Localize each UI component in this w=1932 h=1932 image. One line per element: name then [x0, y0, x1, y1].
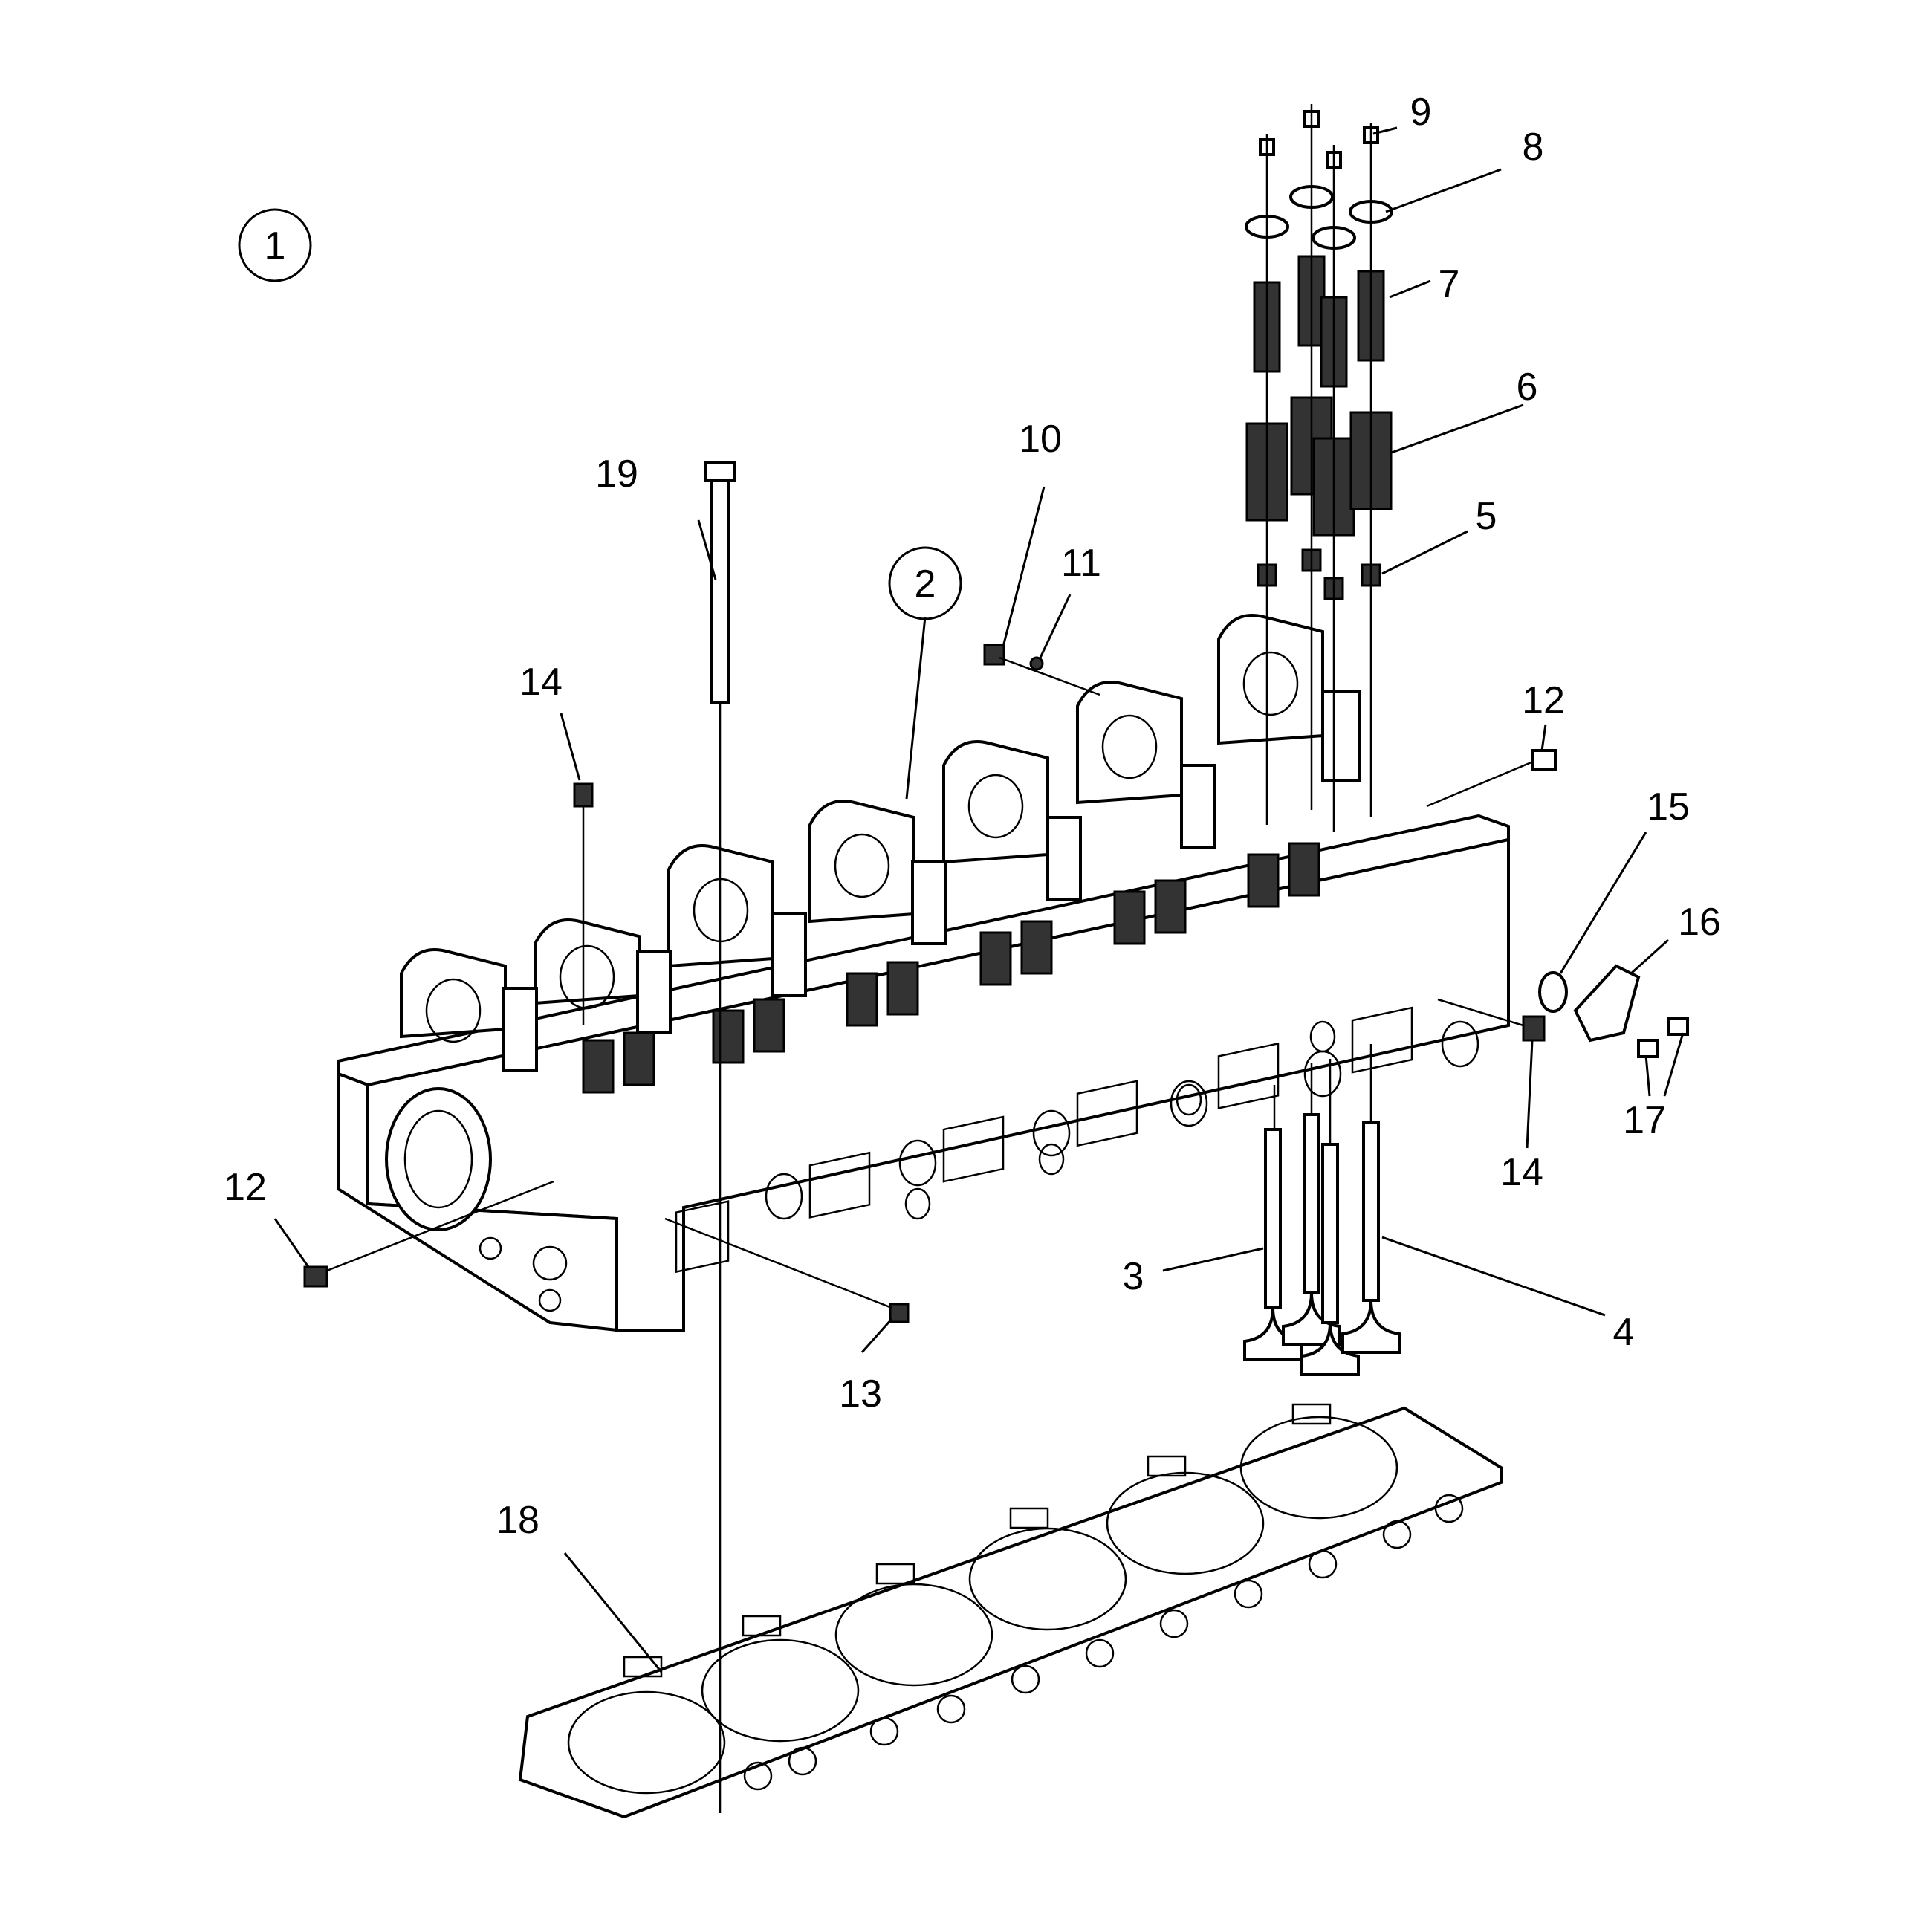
rocker-shafts: [502, 690, 1361, 1072]
cylinder-head: [337, 614, 1510, 1332]
callout-4: 4: [1613, 1311, 1635, 1354]
valve-axis-lines: [1265, 104, 1372, 1144]
inner-valve-springs: [1253, 255, 1385, 388]
callout-17: 17: [1623, 1099, 1666, 1142]
gasket-holes: [623, 1403, 1464, 1791]
plug-14-right: [1522, 1015, 1546, 1042]
bolt-17a: [1667, 1017, 1689, 1036]
callout-labels: 3 4 5 6 7 8 9 10 11 12 12 13 14 14 15 16…: [224, 91, 1721, 1542]
head-bolt: [704, 461, 736, 1813]
callout-19: 19: [595, 453, 638, 496]
callout-6: 6: [1517, 366, 1538, 409]
callout-13: 13: [839, 1372, 882, 1416]
bolt-17b: [1637, 1039, 1659, 1058]
assembly-marker-2: 2: [888, 546, 962, 620]
valves: [1243, 1113, 1401, 1376]
callout-14-right: 14: [1500, 1151, 1543, 1194]
head-gasket: [518, 1403, 1503, 1819]
exhaust-ports: [675, 1006, 1413, 1274]
plug-13: [889, 1303, 910, 1323]
o-ring-15: [1538, 971, 1568, 1013]
callout-12-right: 12: [1522, 679, 1565, 722]
callout-8: 8: [1523, 126, 1544, 169]
leader-lines: [273, 126, 1685, 1673]
plug-12-left: [303, 1265, 328, 1288]
installed-valve-springs: [582, 842, 1320, 1094]
dowel-11: [1029, 656, 1044, 671]
callout-18: 18: [496, 1499, 539, 1542]
outer-valve-springs: [1245, 396, 1393, 537]
callout-11: 11: [1061, 542, 1101, 585]
fittings: [303, 644, 1689, 1323]
callout-14-top: 14: [519, 661, 563, 704]
bolt-10: [983, 644, 1005, 666]
cover-plate-16: [1573, 964, 1641, 1043]
valve-keepers: [1259, 110, 1379, 169]
assembly-label: 2: [915, 563, 936, 606]
spring-retainers: [1245, 185, 1393, 250]
callout-9: 9: [1410, 91, 1432, 134]
callout-3: 3: [1123, 1255, 1144, 1298]
valve-stem-seals: [1257, 548, 1381, 600]
cam-towers: [400, 614, 1324, 1043]
callout-15: 15: [1647, 785, 1690, 829]
assembly-label: 1: [265, 224, 286, 268]
callout-16: 16: [1678, 901, 1721, 944]
callout-12-left: 12: [224, 1166, 267, 1209]
callout-10: 10: [1019, 418, 1062, 461]
callout-7: 7: [1439, 263, 1460, 306]
callout-5: 5: [1476, 495, 1497, 538]
plug-12-right: [1531, 749, 1557, 771]
side-bosses: [765, 1020, 1479, 1220]
assembly-marker-1: 1: [238, 208, 312, 282]
plug-14-top: [573, 782, 594, 808]
